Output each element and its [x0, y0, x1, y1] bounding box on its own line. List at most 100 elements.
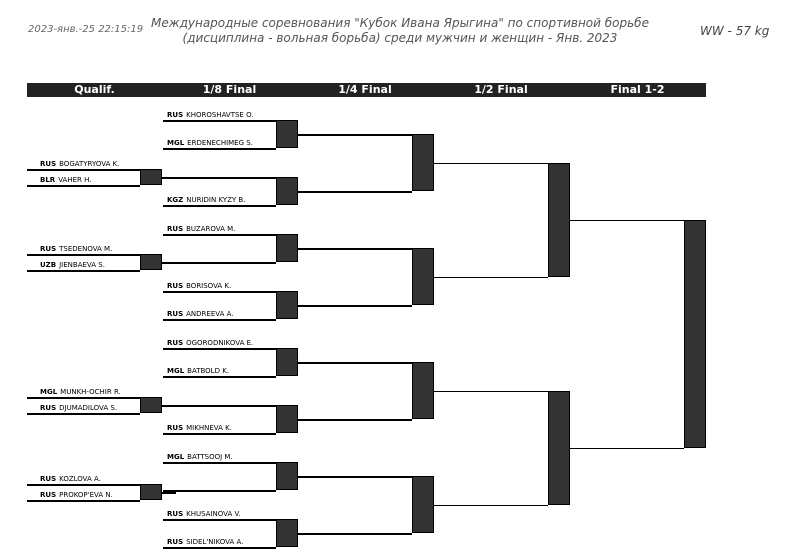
final-score-box: [684, 219, 706, 448]
event-title: Международные соревнования "Кубок Ивана …: [150, 16, 650, 46]
r16-score-box: [276, 462, 298, 490]
athlete-name: BATBOLD K.: [187, 367, 230, 375]
r16-score-box: [276, 234, 298, 262]
r16-score-box: [276, 405, 298, 433]
sf-score-box: [548, 390, 570, 505]
qf-score-box: [412, 248, 434, 305]
r16-line: [163, 234, 276, 236]
qualif-score-box: [140, 397, 162, 413]
country-code: RUS: [167, 424, 184, 432]
r16-line: [163, 462, 276, 464]
athlete-name: MUNKH-OCHIR R.: [60, 388, 121, 396]
r16-line: [163, 519, 276, 521]
r16-line: [163, 205, 276, 207]
country-code: RUS: [40, 491, 57, 499]
qf-line: [298, 248, 412, 250]
athlete-name: KHOROSHAVTSE O.: [186, 111, 254, 119]
athlete-name: BUZAROVA M.: [186, 225, 236, 233]
country-code: RUS: [167, 538, 184, 546]
qf-line: [298, 305, 412, 307]
country-code: RUS: [40, 404, 57, 412]
r16-line: [163, 405, 276, 407]
qualif-line: [27, 500, 140, 502]
sf-line: [434, 162, 548, 164]
r16-line: [163, 120, 276, 122]
qf-score-box: [412, 362, 434, 419]
athlete-name: BATTSOOJ M.: [187, 453, 233, 461]
qualif-line: [27, 169, 140, 171]
round-label-qualif: Qualif.: [74, 83, 115, 96]
r16-line: [163, 348, 276, 350]
country-code: MGL: [167, 367, 185, 375]
r16-line: [163, 291, 276, 293]
country-code: RUS: [40, 475, 57, 483]
country-code: MGL: [40, 388, 58, 396]
r16-line: [163, 433, 276, 435]
qualif-line: [27, 270, 140, 272]
round-label-1-8: 1/8 Final: [202, 83, 257, 96]
athlete-name: ERDENECHIMEG S.: [187, 139, 253, 147]
r16-line: [163, 376, 276, 378]
athlete-name: BORISOVA K.: [186, 282, 232, 290]
round-header-bar: Qualif. 1/8 Final 1/4 Final 1/2 Final Fi…: [27, 83, 706, 97]
weight-category: WW - 57 kg: [700, 24, 770, 38]
r16-score-box: [276, 120, 298, 148]
athlete-name: BOGATYRYOVA K.: [59, 160, 120, 168]
r16-score-box: [276, 348, 298, 376]
athlete-name: MIKHNEVA K.: [186, 424, 232, 432]
qualif-line: [27, 413, 140, 415]
final-line: [570, 219, 684, 221]
athlete-name: VAHER H.: [58, 176, 92, 184]
r16-line: [163, 319, 276, 321]
qf-line: [298, 134, 412, 136]
country-code: RUS: [40, 160, 57, 168]
country-code: RUS: [167, 510, 184, 518]
athlete-name: KOZLOVA A.: [59, 475, 101, 483]
country-code: RUS: [167, 282, 184, 290]
sf-line: [434, 276, 548, 278]
country-code: MGL: [167, 139, 185, 147]
r16-line: [163, 262, 276, 264]
qf-line: [298, 476, 412, 478]
r16-line: [163, 547, 276, 549]
qualif-line: [27, 397, 140, 399]
sf-line: [434, 504, 548, 506]
qualif-line: [27, 185, 140, 187]
qualif-line: [27, 484, 140, 486]
r16-score-box: [276, 519, 298, 547]
r16-line: [163, 490, 276, 492]
r16-line: [163, 177, 276, 179]
athlete-name: SIDEL'NIKOVA A.: [186, 538, 244, 546]
athlete-name: KHUSAINOVA V.: [186, 510, 241, 518]
athlete-name: DJUMADILOVA S.: [59, 404, 118, 412]
athlete-name: OGORODNIKOVA E.: [186, 339, 254, 347]
r16-score-box: [276, 291, 298, 319]
qf-line: [298, 191, 412, 193]
qf-line: [298, 362, 412, 364]
qualif-score-box: [140, 484, 162, 500]
country-code: RUS: [40, 245, 57, 253]
athlete-name: PROKOP'EVA N.: [59, 491, 113, 499]
qf-score-box: [412, 476, 434, 533]
round-label-1-4: 1/4 Final: [338, 83, 392, 96]
country-code: RUS: [167, 111, 184, 119]
country-code: RUS: [167, 310, 184, 318]
event-title-line1: Международные соревнования "Кубок Ивана …: [151, 16, 649, 30]
country-code: KGZ: [167, 196, 184, 204]
